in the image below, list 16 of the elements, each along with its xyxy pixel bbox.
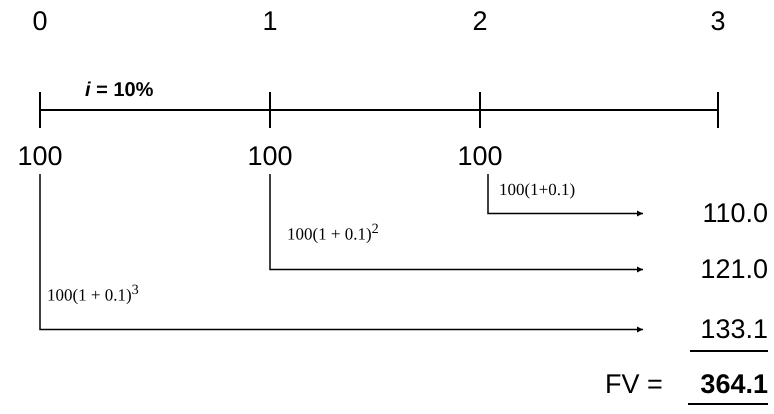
cash-amount: 100	[240, 143, 300, 170]
tick-label: 2	[471, 8, 489, 35]
arrow	[39, 174, 643, 332]
future-amount: 121.0	[645, 256, 768, 283]
tick-label: 0	[31, 8, 49, 35]
future-value-label: FV =	[605, 371, 663, 398]
future-amount: 110.0	[645, 200, 768, 227]
arrow	[269, 174, 643, 272]
future-amount: 133.1	[645, 316, 768, 343]
arrow	[487, 174, 643, 216]
tick-label: 3	[709, 8, 727, 35]
cash-amount: 100	[450, 143, 510, 170]
future-value-total: 364.1	[699, 371, 768, 398]
tick-label: 1	[261, 8, 279, 35]
cash-amount: 100	[10, 143, 70, 170]
interest-rate-label: i = 10%	[85, 80, 154, 100]
